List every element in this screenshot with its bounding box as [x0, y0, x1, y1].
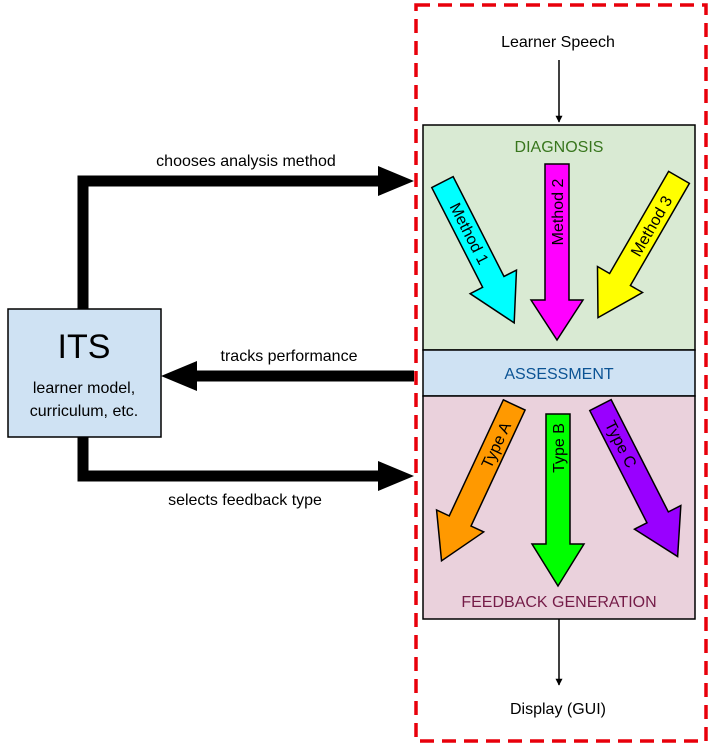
system-boundary: [414, 3, 708, 743]
chooses-label: chooses analysis method: [156, 153, 336, 170]
chooses-arrowhead: [378, 166, 414, 196]
tracks-arrowhead: [161, 361, 197, 391]
diagnosis-title: DIAGNOSIS: [515, 139, 604, 156]
assessment-panel: [422, 349, 696, 397]
learner-speech-label: Learner Speech: [501, 34, 615, 51]
feedback-title: FEEDBACK GENERATION: [461, 594, 656, 611]
selects-arrowhead: [378, 461, 414, 491]
selects-connector: [77, 437, 382, 482]
method-3-arrow: Method 3: [596, 170, 691, 319]
selects-label: selects feedback type: [168, 492, 322, 509]
type-b-label: Type B: [551, 423, 568, 473]
its-subtitle-line2: curriculum, etc.: [30, 403, 138, 420]
type-b-arrow: Type B: [530, 413, 586, 588]
chooses-connector: [77, 175, 382, 309]
display-gui-label: Display (GUI): [510, 701, 606, 718]
method-2-label: Method 2: [550, 179, 567, 246]
method-2-arrow: Method 2: [529, 163, 585, 342]
assessment-title: ASSESSMENT: [504, 366, 614, 383]
its-title: ITS: [58, 328, 111, 366]
its-subtitle-line1: learner model,: [33, 380, 135, 397]
tracks-label: tracks performance: [221, 348, 358, 365]
